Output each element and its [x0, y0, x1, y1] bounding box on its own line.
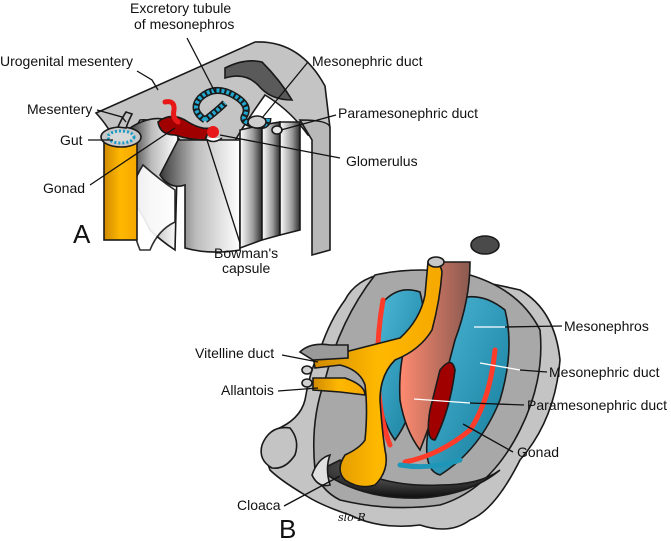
label-bowmans-capsule-line2: capsule: [222, 260, 270, 276]
label-a-mesonephric-duct: Mesonephric duct: [312, 53, 423, 69]
panel-a-leader-lines: [88, 37, 341, 244]
label-allantois: Allantois: [221, 382, 274, 398]
label-glomerulus: Glomerulus: [346, 153, 418, 169]
label-mesonephros: Mesonephros: [564, 318, 649, 334]
label-excretory-tubule-line1: Excretory tubule: [130, 0, 231, 16]
label-gut: Gut: [60, 132, 83, 148]
label-a-gonad: Gonad: [43, 180, 85, 196]
label-urogenital-mesentery: Urogenital mesentery: [0, 53, 133, 69]
artist-signature: slo-R: [338, 511, 366, 524]
label-b-mesonephric-duct: Mesonephric duct: [549, 364, 660, 380]
label-excretory-tubule-line2: of mesonephros: [134, 16, 234, 32]
panel-a-illustration: [94, 41, 331, 257]
label-mesentery: Mesentery: [27, 101, 92, 117]
label-b-paramesonephric-duct: Paramesonephric duct: [527, 397, 667, 413]
panel-b-leader-lines: [277, 325, 563, 507]
label-cloaca: Cloaca: [237, 497, 281, 513]
panel-b-letter: B: [279, 514, 296, 541]
panel-b-illustration: [260, 235, 561, 530]
panel-a-letter: A: [73, 219, 91, 249]
label-a-paramesonephric-duct: Paramesonephric duct: [338, 105, 478, 121]
label-b-gonad: Gonad: [517, 444, 559, 460]
label-vitelline-duct: Vitelline duct: [195, 345, 274, 361]
label-bowmans-capsule-line1: Bowman's: [214, 245, 278, 261]
